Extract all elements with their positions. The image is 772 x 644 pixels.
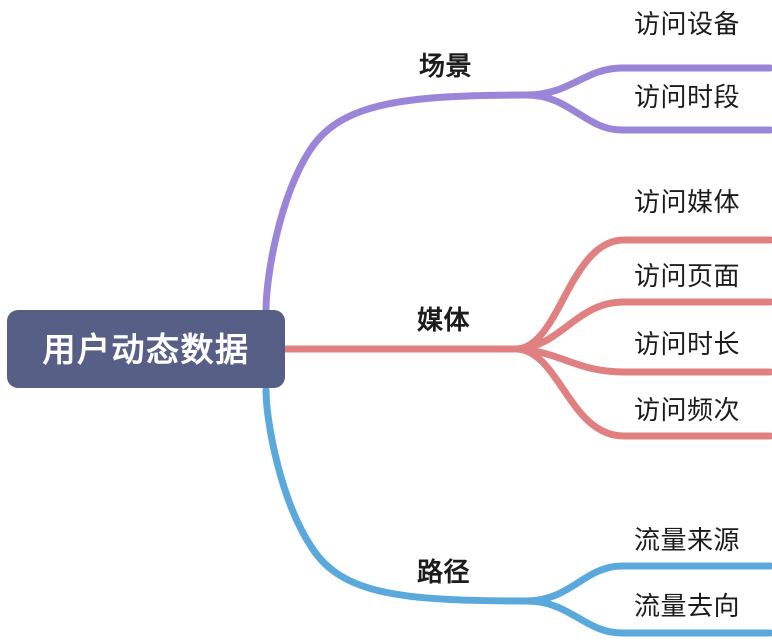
branch-label-scene[interactable]: 场景 — [419, 52, 473, 82]
root-node[interactable]: 用户动态数据 — [7, 310, 285, 388]
leaf-connector-media-2 — [514, 298, 772, 353]
leaf-label-access-duration[interactable]: 访问时长 — [634, 330, 741, 360]
root-node-label: 用户动态数据 — [42, 329, 250, 369]
leaf-label-access-device[interactable]: 访问设备 — [634, 10, 741, 40]
leaf-connector-media-4 — [514, 345, 772, 440]
branch-stem-scene — [262, 91, 531, 314]
branch-stem-path — [262, 386, 531, 605]
leaf-label-access-media[interactable]: 访问媒体 — [634, 188, 741, 218]
leaf-label-access-page[interactable]: 访问页面 — [634, 262, 741, 292]
branch-connector-scene — [262, 64, 772, 314]
leaf-label-access-time-period[interactable]: 访问时段 — [634, 83, 741, 113]
leaf-label-traffic-source[interactable]: 流量来源 — [634, 526, 741, 556]
branch-label-media[interactable]: 媒体 — [417, 306, 471, 336]
leaf-label-access-frequency[interactable]: 访问频次 — [634, 396, 741, 426]
branch-label-path[interactable]: 路径 — [417, 558, 471, 588]
branch-connector-media — [281, 236, 772, 440]
leaf-connector-path-2 — [523, 597, 772, 637]
leaf-label-traffic-destination[interactable]: 流量去向 — [634, 592, 741, 622]
branch-connector-path — [262, 386, 772, 637]
leaf-connector-scene-2 — [523, 91, 772, 134]
